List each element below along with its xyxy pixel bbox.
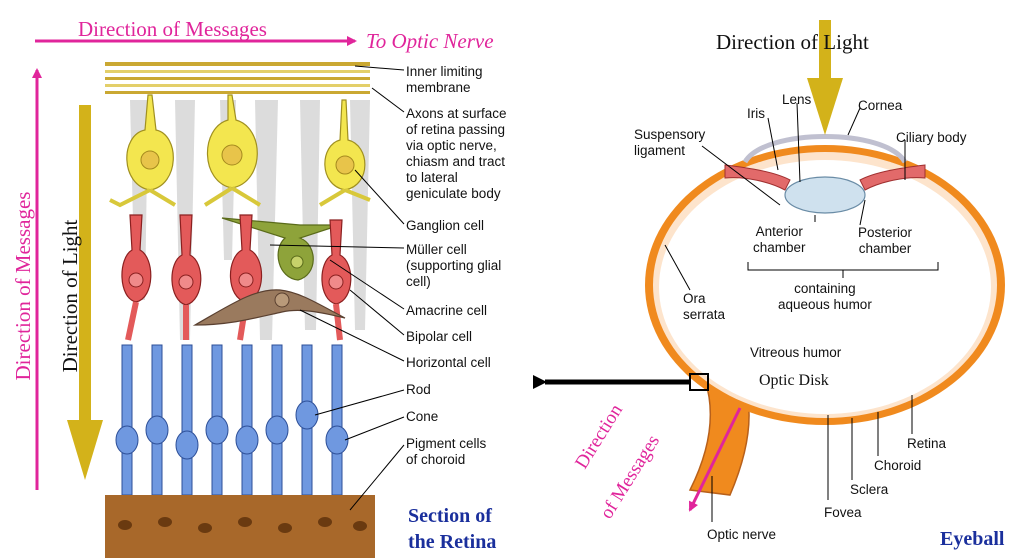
ganglion-cell-label: Ganglion cell (406, 218, 484, 234)
retina-title-line2: the Retina (408, 531, 496, 553)
axons-label: Axons at surface of retina passing via o… (406, 106, 507, 202)
muller-cell-label: Müller cell (supporting glial cell) (406, 242, 501, 290)
eyeball-light-label: Direction of Light (716, 30, 869, 54)
retina-section (105, 62, 404, 558)
suspensory-ligament-label: Suspensory ligament (634, 127, 705, 159)
lens-label: Lens (782, 92, 811, 108)
choroid-label: Choroid (874, 458, 921, 474)
vitreous-humor-label: Vitreous humor (750, 345, 841, 361)
aqueous-humor-label: containing aqueous humor (778, 281, 872, 313)
fovea-label: Fovea (824, 505, 862, 521)
inner-limiting-membrane-label: Inner limiting membrane (406, 64, 483, 96)
rods-and-cones (116, 345, 348, 495)
retina-messages-top-label: Direction of Messages (78, 18, 267, 40)
iris-label: Iris (747, 106, 765, 122)
retina-light-side-label: Direction of Light (59, 186, 81, 406)
pigment-cells-label: Pigment cells of choroid (406, 436, 486, 468)
inner-limiting-membrane (105, 62, 370, 94)
to-optic-nerve-label: To Optic Nerve (366, 29, 494, 53)
optic-nerve-label: Optic nerve (707, 527, 776, 543)
cone-label: Cone (406, 409, 438, 425)
sclera-label: Sclera (850, 482, 888, 498)
rod-label: Rod (406, 382, 431, 398)
anterior-chamber-label: Anterior chamber (753, 224, 806, 256)
cornea-label: Cornea (858, 98, 902, 114)
retina-title-line1: Section of (408, 505, 492, 527)
optic-disk-label: Optic Disk (759, 373, 829, 389)
eyeball-title: Eyeball (940, 528, 1004, 550)
ciliary-body-label: Ciliary body (896, 130, 967, 146)
retina-label: Retina (907, 436, 946, 452)
horizontal-cell-label: Horizontal cell (406, 355, 491, 371)
ora-serrata-label: Ora serrata (683, 291, 725, 323)
bipolar-cell-label: Bipolar cell (406, 329, 472, 345)
amacrine-cell-label: Amacrine cell (406, 303, 487, 319)
retina-messages-side-label: Direction of Messages (12, 176, 34, 396)
posterior-chamber-label: Posterior chamber (858, 225, 912, 257)
pigment-cells (105, 495, 375, 558)
